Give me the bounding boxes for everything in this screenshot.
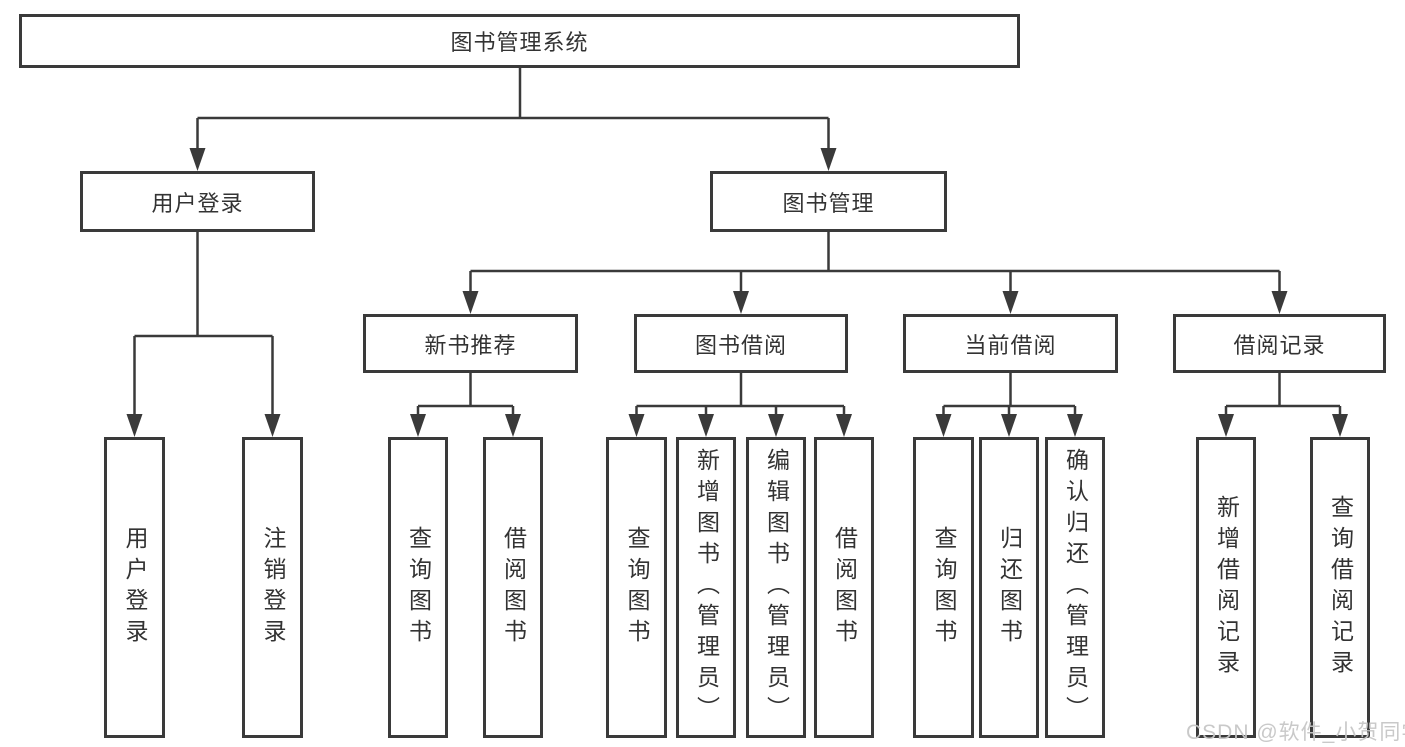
node-user-login: 用户登录 (80, 171, 315, 232)
arrowhead (505, 414, 521, 437)
arrowhead (698, 414, 714, 437)
arrowhead (462, 291, 479, 314)
edge-bookborrow-to-leaves (635, 373, 846, 420)
node-new-book-recommendation: 新书推荐 (363, 314, 578, 373)
arrowhead (768, 414, 784, 437)
leaf-label: 编辑图书（管理员） (763, 448, 790, 727)
arrowhead (935, 414, 952, 437)
node-current-borrowing: 当前借阅 (903, 314, 1118, 373)
node-borrowing-records: 借阅记录 (1173, 314, 1386, 373)
leaf-label: 查询图书 (624, 525, 650, 650)
leaf-query-books-current: 查询图书 (913, 437, 974, 738)
arrowhead (820, 148, 837, 171)
arrowhead (733, 291, 749, 314)
arrowhead (628, 414, 645, 437)
leaf-logout: 注销登录 (242, 437, 303, 738)
arrowhead (1001, 414, 1017, 437)
leaf-query-books-borrowing: 查询图书 (606, 437, 667, 738)
leaf-label: 新增图书（管理员） (693, 448, 720, 727)
leaf-label: 查询图书 (931, 525, 957, 650)
leaf-query-borrow-record: 查询借阅记录 (1310, 437, 1370, 738)
arrowhead (189, 148, 206, 171)
leaf-confirm-return-admin: 确认归还（管理员） (1045, 437, 1105, 738)
arrowhead (1218, 414, 1234, 437)
leaf-edit-books-admin: 编辑图书（管理员） (746, 437, 806, 738)
node-book-management: 图书管理 (710, 171, 947, 232)
edge-root-to-level2 (196, 68, 830, 152)
leaf-label: 注销登录 (260, 525, 286, 650)
arrowhead (1271, 291, 1288, 314)
leaf-query-books-recommendation: 查询图书 (388, 437, 448, 738)
leaf-label: 查询图书 (405, 525, 432, 650)
leaf-label: 新增借阅记录 (1213, 494, 1240, 681)
leaf-borrow-books: 借阅图书 (814, 437, 874, 738)
arrowhead (126, 414, 143, 437)
leaf-label: 查询借阅记录 (1327, 494, 1354, 681)
edge-newbookrec-to-leaves (416, 373, 515, 420)
arrowhead (1332, 414, 1348, 437)
leaf-label: 借阅图书 (500, 525, 527, 650)
leaf-borrow-books-recommendation: 借阅图书 (483, 437, 543, 738)
leaf-return-books: 归还图书 (979, 437, 1039, 738)
leaf-user-login: 用户登录 (104, 437, 165, 738)
edge-currentborrow-to-leaves (942, 373, 1077, 420)
arrowhead (1002, 291, 1019, 314)
node-library-management-system: 图书管理系统 (19, 14, 1020, 68)
leaf-label: 确认归还（管理员） (1062, 448, 1089, 727)
node-book-borrowing: 图书借阅 (634, 314, 848, 373)
leaf-label: 借阅图书 (831, 525, 858, 650)
edge-borrowrecord-to-leaves (1224, 373, 1342, 420)
leaf-label: 归还图书 (996, 525, 1023, 650)
leaf-add-borrow-record: 新增借阅记录 (1196, 437, 1256, 738)
arrowhead (264, 414, 281, 437)
leaf-add-books-admin: 新增图书（管理员） (676, 437, 736, 738)
arrowhead (836, 414, 852, 437)
arrowhead (1067, 414, 1083, 437)
edge-userlogin-to-leaves (133, 232, 274, 420)
csdn-watermark: CSDN @软件_小贺同学 (1186, 721, 1405, 744)
leaf-label: 用户登录 (122, 525, 148, 650)
edge-bookmgmt-to-level3 (469, 232, 1281, 297)
arrowhead (410, 414, 426, 437)
